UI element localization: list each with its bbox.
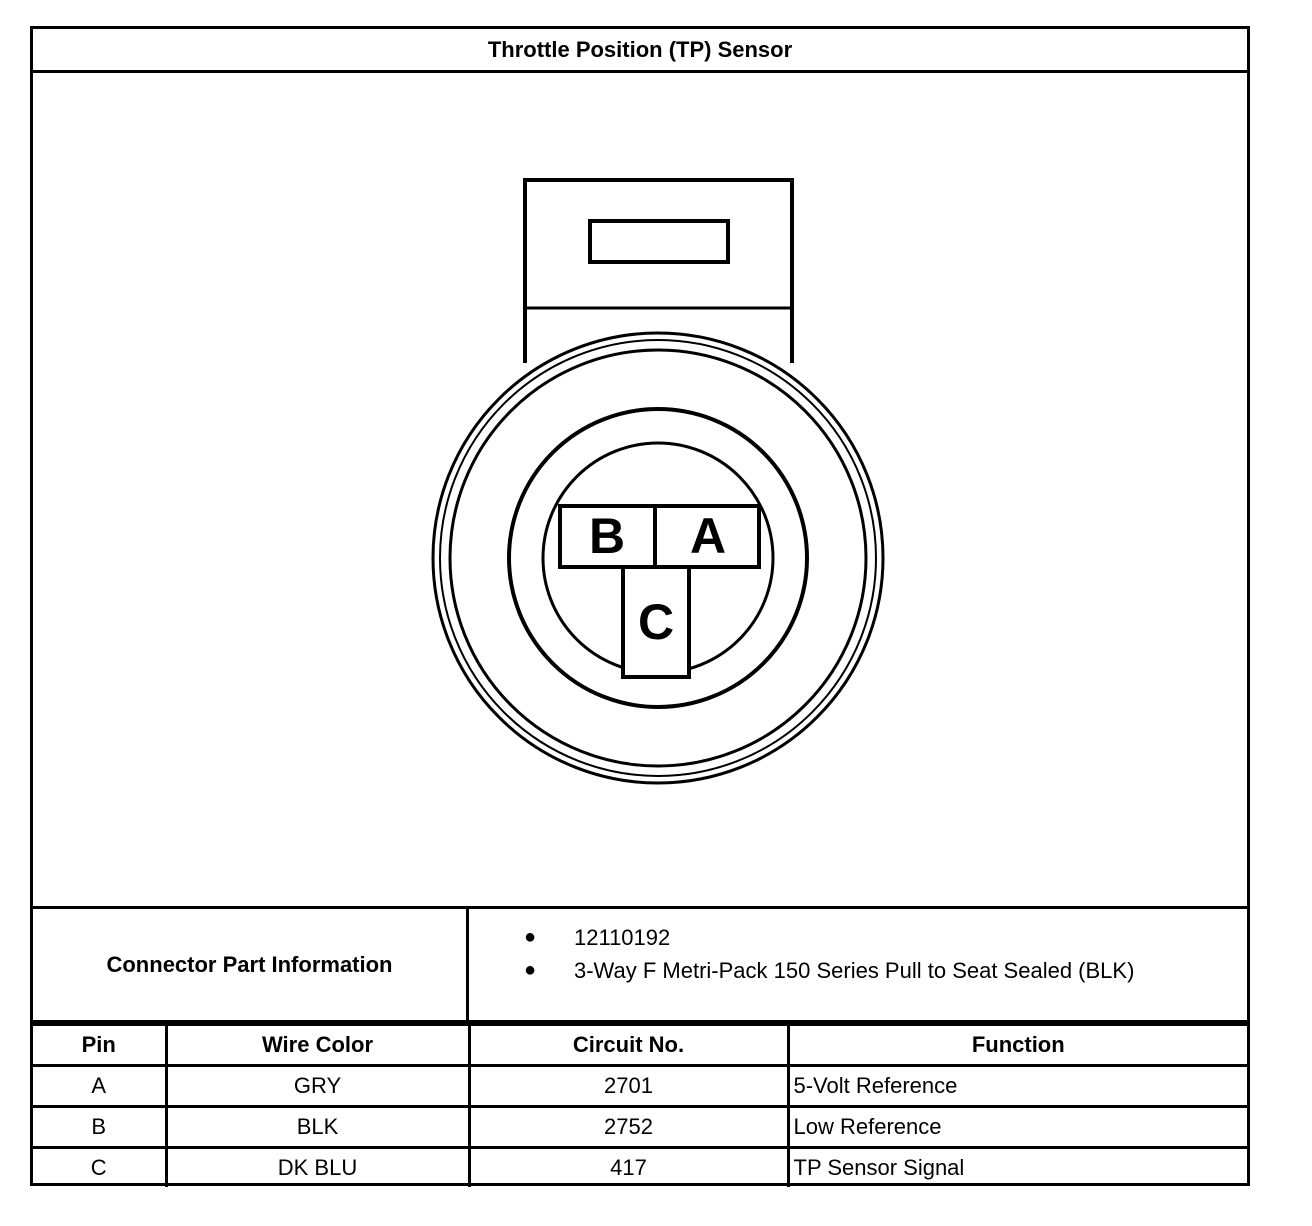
cavity-label-c: C — [638, 594, 674, 650]
circuit-no-cell: 2701 — [467, 1064, 790, 1108]
circuit-no-cell: 417 — [467, 1146, 790, 1187]
function-cell: Low Reference — [786, 1105, 1247, 1149]
pin-cell: B — [33, 1105, 168, 1149]
cavity-a — [653, 504, 761, 569]
wire-color-cell: BLK — [164, 1105, 471, 1149]
connector-seal-ring — [448, 348, 868, 768]
circuit-no-cell: 2752 — [467, 1105, 790, 1149]
header-circuit-no: Circuit No. — [467, 1023, 790, 1067]
part-number-text: 12110192 — [574, 925, 671, 950]
connector-latch-housing — [523, 178, 794, 363]
table-row: C DK BLU 417 TP Sensor Signal — [33, 1146, 1247, 1187]
part-description-text: 3-Way F Metri-Pack 150 Series Pull to Se… — [574, 958, 1135, 983]
bullet-icon: ● — [524, 926, 537, 948]
header-function: Function — [786, 1023, 1247, 1067]
connector-part-info-label: Connector Part Information — [33, 909, 469, 1020]
table-row: A GRY 2701 5-Volt Reference — [33, 1064, 1247, 1108]
page-title: Throttle Position (TP) Sensor — [33, 29, 1247, 73]
connector-part-info: Connector Part Information ● 12110192 ● … — [33, 906, 1247, 1023]
part-number-item: ● 12110192 — [469, 921, 1247, 954]
header-wire-color: Wire Color — [164, 1023, 471, 1067]
cavity-label-b: B — [589, 508, 625, 564]
connector-inner-ring — [507, 407, 809, 709]
function-cell: 5-Volt Reference — [786, 1064, 1247, 1108]
pin-cell: C — [33, 1146, 168, 1187]
function-cell: TP Sensor Signal — [786, 1146, 1247, 1187]
wire-color-cell: GRY — [164, 1064, 471, 1108]
pin-table-header: Pin Wire Color Circuit No. Function — [33, 1023, 1247, 1067]
part-description-item: ● 3-Way F Metri-Pack 150 Series Pull to … — [469, 954, 1247, 987]
wire-color-cell: DK BLU — [164, 1146, 471, 1187]
pin-cell: A — [33, 1064, 168, 1108]
connector-diagram: B A C — [33, 73, 1247, 906]
latch-window — [588, 219, 730, 264]
connector-part-list: ● 12110192 ● 3-Way F Metri-Pack 150 Seri… — [469, 909, 1247, 1032]
bullet-icon: ● — [524, 959, 537, 981]
header-pin: Pin — [33, 1023, 168, 1067]
table-row: B BLK 2752 Low Reference — [33, 1105, 1247, 1149]
pin-table: Pin Wire Color Circuit No. Function A GR… — [33, 1023, 1247, 1187]
cavity-c — [621, 565, 691, 679]
connector-sheet: Throttle Position (TP) Sensor B A C Conn… — [30, 26, 1250, 1187]
connector-drawing: B A C — [431, 178, 885, 785]
connector-second-ring — [439, 339, 877, 777]
cavity-label-a: A — [690, 508, 726, 564]
